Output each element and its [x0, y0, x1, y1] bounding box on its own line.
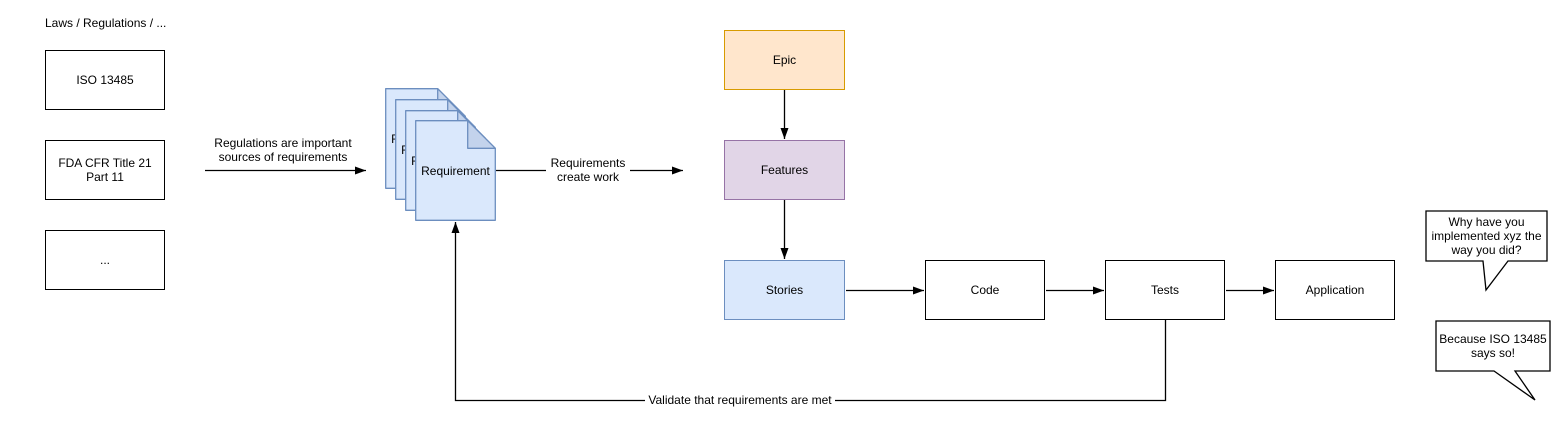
requirement-doc-front: Requirement [415, 120, 496, 221]
law-box-ellipsis: ... [45, 230, 165, 290]
edge-label-create-work: Requirements create work [546, 156, 630, 185]
features-label: Features [760, 162, 809, 177]
document-shape [415, 120, 496, 221]
code-node: Code [925, 260, 1045, 320]
law-box-fda-cfr: FDA CFR Title 21 Part 11 [45, 140, 165, 200]
bubble-answer-shape [1435, 320, 1551, 401]
law-box-label: FDA CFR Title 21 Part 11 [58, 155, 152, 184]
bubble-question-text: Why have you implemented xyz the way you… [1431, 214, 1542, 258]
tests-label: Tests [1150, 282, 1179, 297]
bubble-question-shape [1425, 210, 1548, 292]
application-label: Application [1305, 282, 1365, 297]
law-box-iso13485: ISO 13485 [45, 50, 165, 110]
edge-label-sources: Regulations are important sources of req… [214, 136, 352, 165]
application-node: Application [1275, 260, 1395, 320]
tests-node: Tests [1105, 260, 1225, 320]
law-box-label: ISO 13485 [76, 72, 134, 87]
features-node: Features [724, 140, 845, 200]
code-label: Code [970, 282, 1000, 297]
bubble-answer-text: Because ISO 13485 says so! [1439, 331, 1547, 360]
epic-node: Epic [724, 30, 845, 90]
stories-label: Stories [765, 282, 804, 297]
stories-node: Stories [724, 260, 845, 320]
law-box-label: ... [99, 252, 110, 267]
laws-title: Laws / Regulations / ... [45, 16, 167, 30]
doc-label: Requirement [421, 163, 490, 178]
epic-label: Epic [772, 52, 797, 67]
edge-label-validate: Validate that requirements are met [645, 393, 835, 408]
